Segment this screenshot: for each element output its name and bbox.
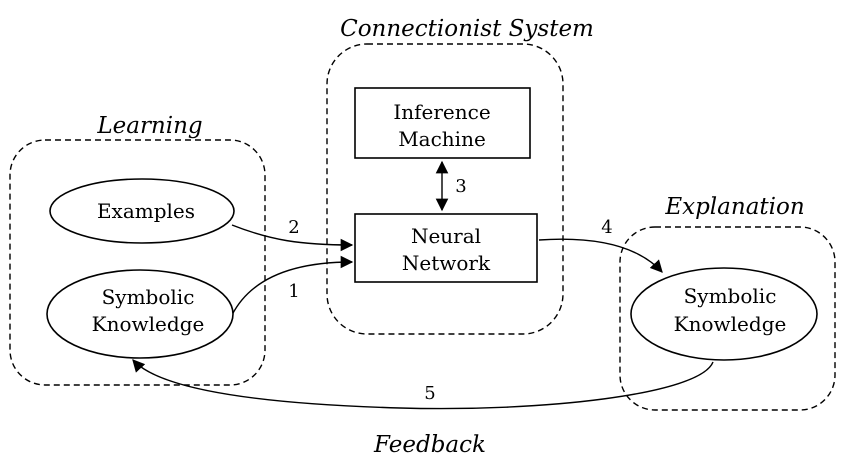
inference-label-line2: Machine <box>398 127 486 151</box>
learning-region <box>9 139 266 386</box>
edge-label-2: 2 <box>288 217 299 238</box>
sym-in-label-line1: Symbolic <box>102 285 195 309</box>
connectionist-region <box>326 43 564 335</box>
edge-network-to-explanation <box>538 238 663 273</box>
learning-title: Learning <box>96 113 202 139</box>
connectionist-title: Connectionist System <box>340 16 594 42</box>
edge-label-5: 5 <box>424 383 435 404</box>
symbolic-knowledge-output-node: Symbolic Knowledge <box>630 267 818 361</box>
feedback-title: Feedback <box>373 432 486 458</box>
edge-feedback <box>132 359 714 410</box>
explanation-title: Explanation <box>664 194 804 220</box>
neural-label-line1: Neural <box>411 224 481 248</box>
edge-examples-to-network <box>231 224 354 252</box>
examples-label: Examples <box>97 199 195 223</box>
edge-label-4: 4 <box>601 217 612 238</box>
sym-out-label-line2: Knowledge <box>674 312 787 336</box>
neural-label-line2: Network <box>402 251 491 275</box>
sym-out-label-line1: Symbolic <box>684 284 777 308</box>
inference-label-line1: Inference <box>393 100 490 124</box>
explanation-region <box>619 226 836 411</box>
symbolic-knowledge-input-node: Symbolic Knowledge <box>46 269 234 359</box>
edge-knowledge-to-network <box>231 255 354 316</box>
sym-in-label-line2: Knowledge <box>92 312 205 336</box>
edge-label-1: 1 <box>288 281 299 302</box>
edge-label-3: 3 <box>455 176 466 197</box>
neural-network-node: Neural Network <box>354 213 538 283</box>
inference-machine-node: Inference Machine <box>354 87 531 159</box>
examples-node: Examples <box>49 178 235 244</box>
